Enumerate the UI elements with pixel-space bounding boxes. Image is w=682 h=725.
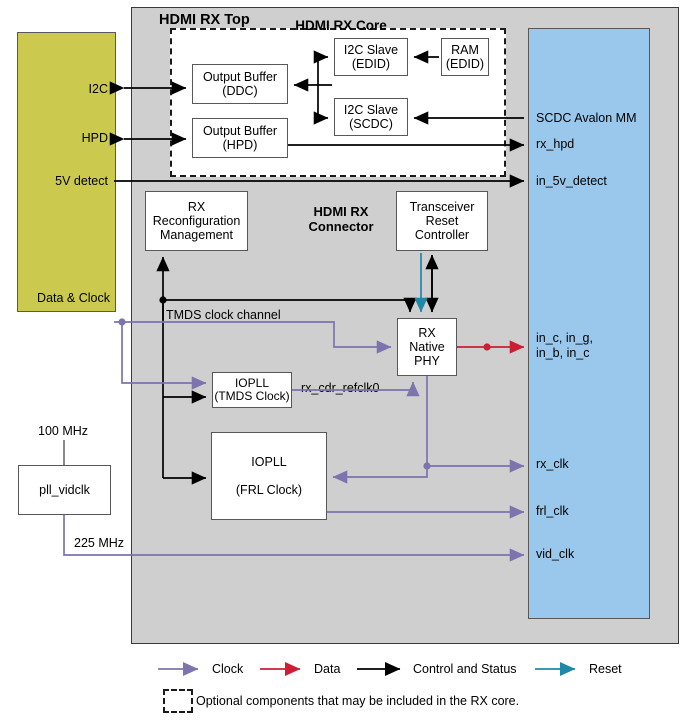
pll-vidclk-label: pll_vidclk [39,483,90,497]
legend: Clock Data Control and Status Reset [150,655,670,717]
transceiver-reset-line1: Transceiver [409,200,475,214]
output-buffer-hpd-line1: Output Buffer [202,124,278,138]
label-225mhz: 225 MHz [74,536,125,550]
connector-title: HDMI RX Connector [0,204,682,235]
rx-native-phy-line2: Native [409,340,445,354]
pll-vidclk-block: pll_vidclk [18,465,111,515]
iopll-frl-clock-block: IOPLL (FRL Clock) [211,432,327,520]
i2c-slave-edid-line1: I2C Slave [343,43,399,57]
rx-native-phy-line1: RX [418,326,436,340]
i2c-slave-scdc-line1: I2C Slave [343,103,399,117]
legend-item-data: Data [314,662,341,676]
transceiver-reset-controller-block: Transceiver Reset Controller [396,191,488,251]
iopll-tmds-line2: (TMDS Clock) [214,389,290,403]
connector-port-hpd: HPD [81,131,108,145]
connector-title-line2: Connector [308,218,374,234]
transceiver-reset-line2: Reset [425,214,459,228]
iopll-frl-line2: (FRL Clock) [235,483,303,497]
connector-port-i2c: I2C [88,82,108,96]
core-port-in-c-in-g: in_c, in_g, [536,331,593,345]
core-port-in-b-in-c: in_b, in_c [536,346,590,360]
legend-item-clock: Clock [212,662,244,676]
output-buffer-hpd-block: Output Buffer (HPD) [192,118,288,158]
output-buffer-ddc-line2: (DDC) [222,84,258,98]
iopll-frl-line1: IOPLL [251,455,287,469]
rx-reconfiguration-management-block: RX Reconfiguration Management [145,191,248,251]
rx-native-phy-line3: PHY [414,354,440,368]
rx-reconfig-line1: RX [187,200,206,214]
connector-port-data-clock: Data & Clock [37,291,110,305]
ram-edid-line1: RAM [451,43,479,57]
output-buffer-hpd-line2: (HPD) [222,138,258,152]
rx-native-phy-block: RX Native PHY [397,318,457,376]
label-rx-cdr-refclk0: rx_cdr_refclk0 [301,381,380,395]
output-buffer-ddc-line1: Output Buffer [202,70,278,84]
core-port-in-5v-detect: in_5v_detect [536,174,607,188]
legend-optional-swatch [163,689,193,713]
hdmi-rx-core-block [528,28,650,619]
legend-note: Optional components that may be included… [196,694,520,708]
connector-port-5v-detect: 5V detect [55,174,108,188]
i2c-slave-scdc-block: I2C Slave (SCDC) [334,98,408,136]
legend-item-reset: Reset [589,662,622,676]
hdmi-rx-top-title: HDMI RX Top [159,12,250,28]
hdmi-rx-core-title: HDMI RX Core [295,18,387,33]
core-port-vid-clk: vid_clk [536,547,575,561]
connector-title-line1: HDMI RX [313,204,369,219]
core-port-frl-clk: frl_clk [536,504,569,518]
i2c-slave-edid-block: I2C Slave (EDID) [334,38,408,76]
core-port-scdc-avalon-mm: SCDC Avalon MM [536,111,637,125]
i2c-slave-edid-line2: (EDID) [351,57,391,71]
ram-edid-block: RAM (EDID) [441,38,489,76]
core-port-rx-hpd: rx_hpd [536,137,575,151]
core-port-rx-clk: rx_clk [536,457,569,471]
label-100mhz: 100 MHz [38,424,89,438]
iopll-tmds-clock-block: IOPLL (TMDS Clock) [212,372,292,408]
ram-edid-line2: (EDID) [445,57,485,71]
rx-reconfig-line3: Management [160,228,233,242]
iopll-tmds-line1: IOPLL [234,375,269,390]
label-tmds-clock-channel: TMDS clock channel [166,308,281,322]
rx-reconfig-line2: Reconfiguration [152,214,241,228]
i2c-slave-scdc-line2: (SCDC) [349,117,393,131]
output-buffer-ddc-block: Output Buffer (DDC) [192,64,288,104]
legend-item-control-and-status: Control and Status [413,662,517,676]
hdmi-rx-connector-block [17,32,116,312]
transceiver-reset-line3: Controller [414,228,470,242]
